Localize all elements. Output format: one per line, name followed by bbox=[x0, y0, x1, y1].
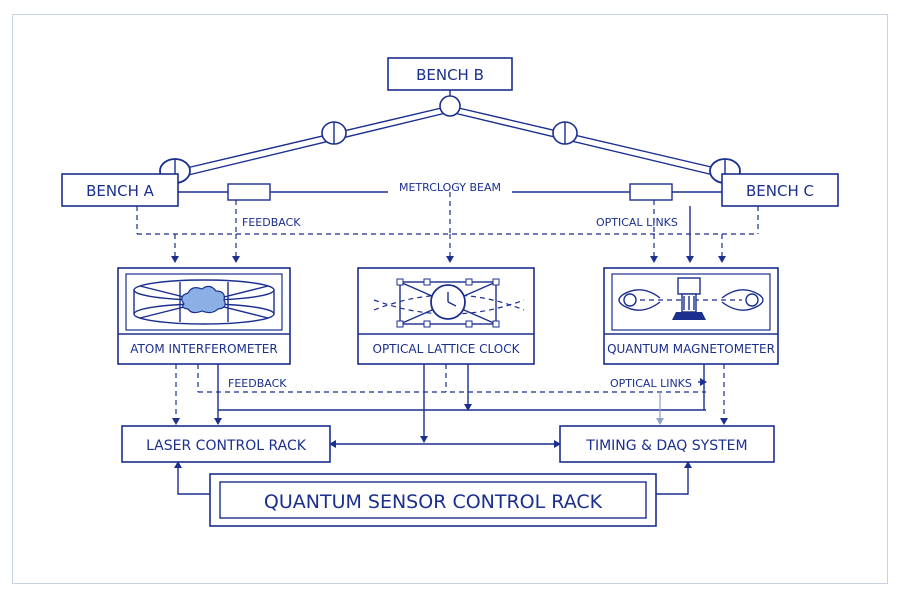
bench-b-label: BENCH B bbox=[416, 66, 484, 84]
upper-dashed-bus: FEEDBACK OPTICAL LINKS bbox=[136, 192, 759, 263]
optical-links-label-top: OPTICAL LINKS bbox=[596, 216, 678, 229]
bench-c[interactable]: BENCH C bbox=[721, 173, 839, 207]
beam-splitter-icon bbox=[439, 95, 461, 117]
beam-modulator-icon bbox=[629, 183, 673, 201]
feedback-label-top: FEEDBACK bbox=[242, 216, 301, 229]
atom-interferometer-label: ATOM INTERFEROMETER bbox=[130, 342, 277, 356]
quantum-magnetometer-label: QUANTUM MAGNETOMETER bbox=[607, 342, 775, 356]
quantum-magnetometer[interactable]: QUANTUM MAGNETOMETER bbox=[603, 267, 779, 365]
laser-control-rack[interactable]: LASER CONTROL RACK bbox=[121, 425, 331, 463]
magnetometer-icon bbox=[618, 277, 764, 320]
quantum-sensor-control-rack[interactable]: QUANTUM SENSOR CONTROL RACK bbox=[209, 473, 657, 527]
bench-a-label: BENCH A bbox=[86, 182, 155, 200]
bench-b[interactable]: BENCH B bbox=[387, 57, 513, 91]
atom-interferometer[interactable]: ATOM INTERFEROMETER bbox=[117, 267, 291, 365]
mirror-icon bbox=[552, 121, 578, 145]
sensor-control-rack-label: QUANTUM SENSOR CONTROL RACK bbox=[264, 491, 603, 513]
metrology-beam-label: METRCLOGY BEAM bbox=[399, 181, 501, 194]
mirror-icon bbox=[321, 121, 347, 145]
lower-connections: FEEDBACK OPTICAL LINKS bbox=[172, 364, 728, 495]
upper-beam-path bbox=[177, 88, 725, 178]
optical-lattice-clock[interactable]: OPTICAL LATTICE CLOCK bbox=[357, 267, 535, 365]
bench-a[interactable]: BENCH A bbox=[61, 173, 179, 207]
beam-modulator-icon bbox=[227, 183, 271, 201]
feedback-label-bottom: FEEDBACK bbox=[228, 377, 287, 390]
atom-cloud-icon bbox=[133, 279, 275, 325]
optical-links-label-bottom: OPTICAL LINKS bbox=[610, 377, 692, 390]
timing-daq-system[interactable]: TIMING & DAQ SYSTEM bbox=[559, 425, 775, 463]
bench-c-label: BENCH C bbox=[746, 182, 814, 200]
optical-lattice-clock-label: OPTICAL LATTICE CLOCK bbox=[373, 342, 521, 356]
diagram-frame bbox=[12, 14, 888, 584]
timing-daq-label: TIMING & DAQ SYSTEM bbox=[585, 438, 747, 454]
clock-icon bbox=[373, 278, 525, 328]
laser-control-rack-label: LASER CONTROL RACK bbox=[146, 438, 307, 454]
